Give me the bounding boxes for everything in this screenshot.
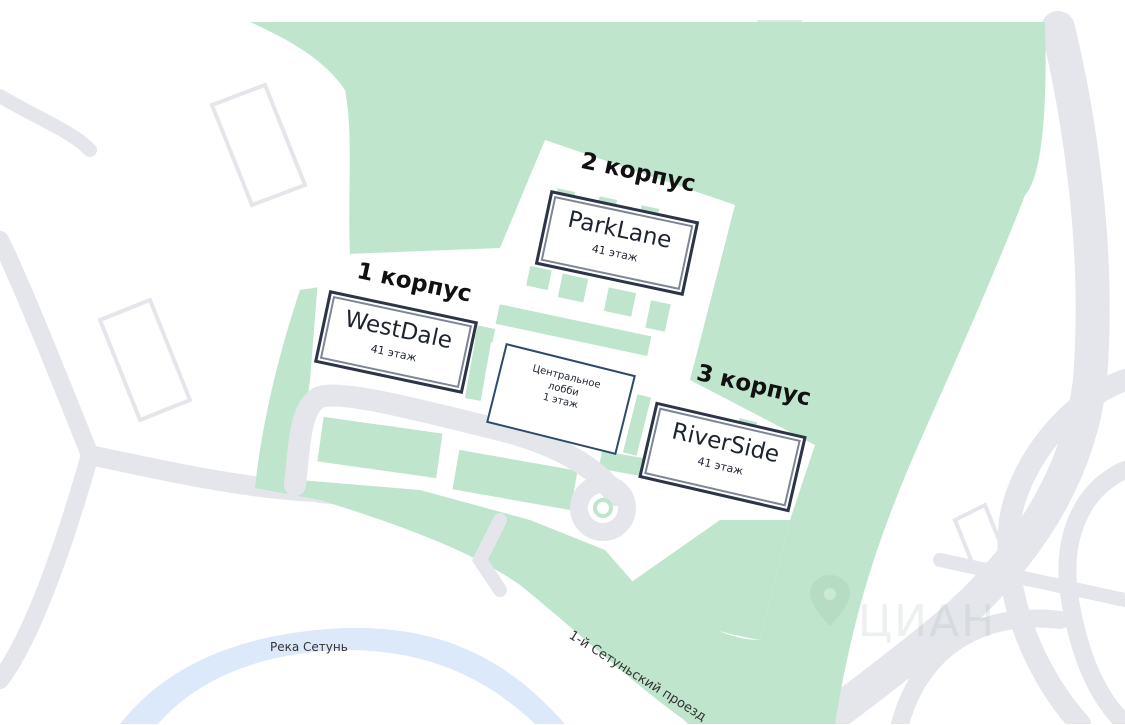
access-road [284,384,626,597]
watermark-text: ЦИАН [858,596,997,647]
location-pin-icon [810,575,850,626]
roundabout [570,475,636,541]
river-label: Река Сетунь [270,640,348,654]
plaza-greenery [317,188,790,640]
